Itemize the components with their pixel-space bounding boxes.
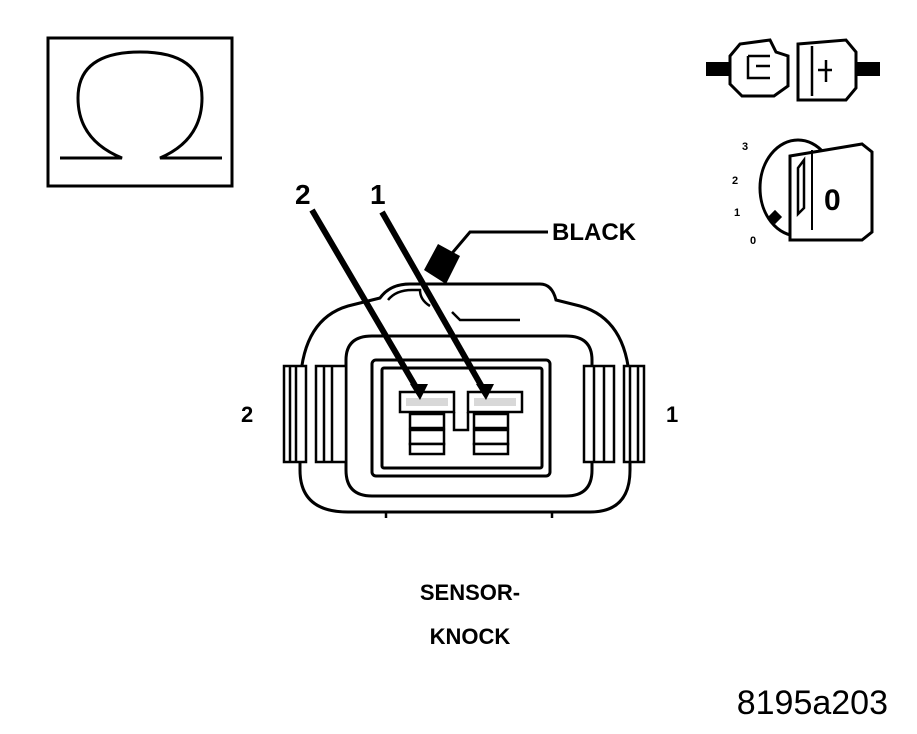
pin2-callout-label: 2 <box>295 179 311 210</box>
left-side-label: 2 <box>241 402 253 427</box>
connector-color-label: BLACK <box>552 219 637 246</box>
right-side-label: 1 <box>666 402 678 427</box>
pin2-arrowhead <box>410 384 428 400</box>
pin1-callout-label: 1 <box>370 179 386 210</box>
ohmmeter-icon <box>46 36 234 188</box>
ignition-pos-1: 1 <box>734 207 740 219</box>
color-callout-line <box>446 230 548 259</box>
figure-id: 8195a203 <box>737 684 888 722</box>
ignition-key-position: 0 <box>824 184 841 217</box>
pin1-leader-line <box>379 210 489 396</box>
terminal-divider <box>452 412 470 432</box>
left-lock-ribs <box>282 364 348 464</box>
right-lock-ribs <box>582 364 646 464</box>
terminal-cavity-2 <box>398 390 456 456</box>
ignition-pos-3: 3 <box>742 141 748 153</box>
ignition-pos-2: 2 <box>732 175 738 187</box>
connector-body <box>298 282 632 518</box>
pin2-leader-line <box>309 208 423 396</box>
caption-line-2: KNOCK <box>430 624 511 649</box>
connector-disconnect-icon <box>706 38 880 102</box>
ignition-pos-0: 0 <box>750 235 756 247</box>
pin1-arrowhead <box>476 384 494 400</box>
ignition-key-icon: 0 0 1 2 3 <box>732 138 874 247</box>
terminal-cavity-1 <box>466 390 524 456</box>
color-callout-arrowhead <box>424 244 460 284</box>
caption-line-1: SENSOR- <box>420 580 520 605</box>
